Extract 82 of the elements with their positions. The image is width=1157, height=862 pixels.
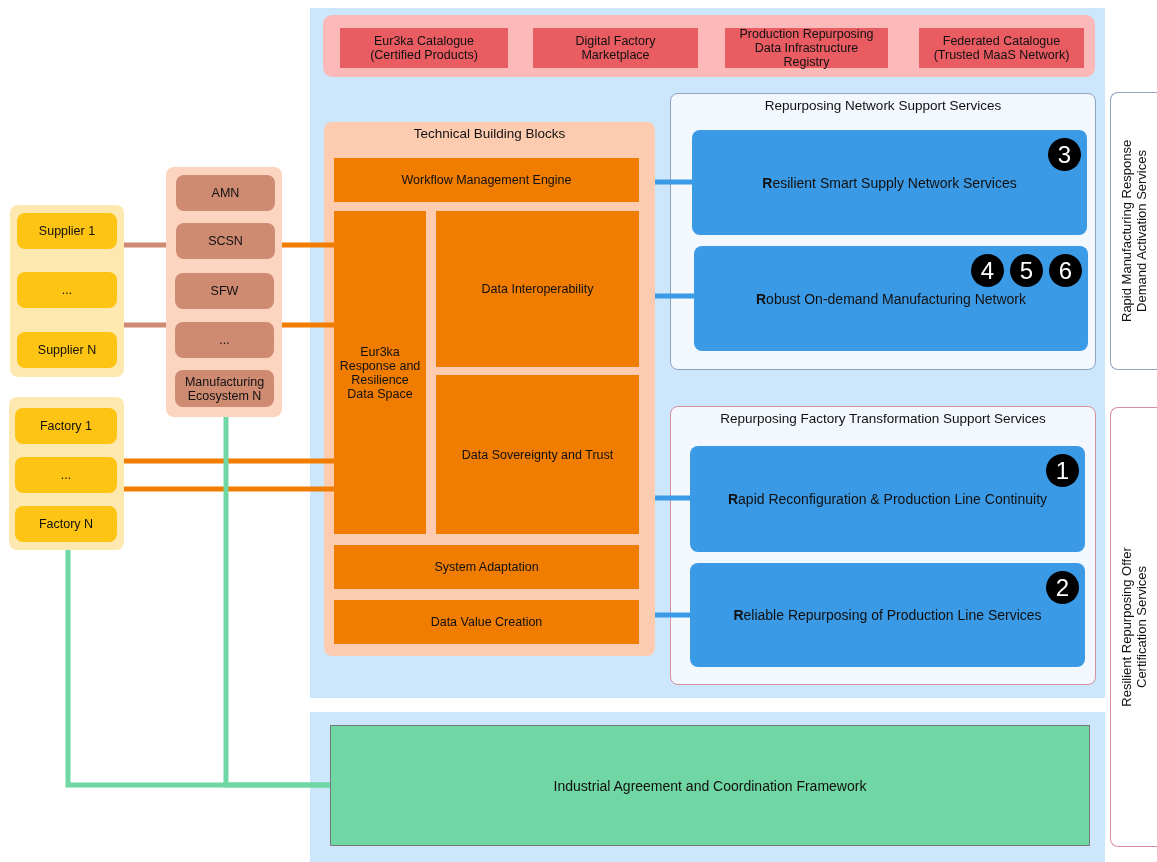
- service-box: [692, 130, 1087, 235]
- callout-number: 2: [1046, 571, 1079, 604]
- box-label: Data Sovereignty and Trust: [460, 447, 615, 462]
- box-label: Reliable Repurposing of Production Line Services: [732, 607, 1043, 623]
- building-block-box: [436, 375, 639, 534]
- callout-number: 4: [971, 254, 1004, 287]
- actor-box: [15, 457, 117, 493]
- building-blocks-panel: [324, 122, 655, 656]
- box-label: Eur3ka Response and Resilience Data Space: [338, 344, 422, 401]
- connector-line: [124, 486, 334, 492]
- box-label: Supplier 1: [37, 224, 97, 238]
- connector-line: [655, 293, 694, 299]
- actor-box: [17, 213, 117, 249]
- box-label: Workflow Management Engine: [400, 173, 573, 187]
- side-panel: [1110, 407, 1157, 847]
- catalogue-box: [340, 28, 508, 68]
- panel-heading: Technical Building Blocks: [412, 126, 567, 141]
- box-label: Production Repurposing Data Infrastructure Registry: [738, 27, 875, 69]
- actor-box: [15, 506, 117, 542]
- box-label: Rapid Reconfiguration & Production Line Continuity: [726, 491, 1049, 507]
- box-label: ...: [60, 283, 74, 297]
- ecosystem-box: [175, 370, 274, 407]
- catalogue-box: [725, 28, 888, 68]
- box-label: Federated Catalogue (Trusted MaaS Network): [932, 34, 1071, 62]
- callout-number: 1: [1046, 454, 1079, 487]
- actor-box: [17, 332, 117, 368]
- connector-line: [282, 242, 334, 248]
- box-label: Industrial Agreement and Coordination Framework: [552, 777, 868, 794]
- building-block-box: [334, 545, 639, 589]
- connector-line: [655, 612, 690, 618]
- box-label: Supplier N: [36, 343, 98, 357]
- connector-line: [655, 179, 692, 185]
- callout-number: 3: [1048, 138, 1081, 171]
- catalogue-box: [533, 28, 698, 68]
- connector-line: [223, 417, 330, 788]
- services-panel: [670, 93, 1096, 370]
- box-label: AMN: [210, 186, 241, 200]
- actor-box: [17, 272, 117, 308]
- actor-box: [15, 408, 117, 444]
- framework-box: [330, 725, 1090, 846]
- service-box: [690, 563, 1085, 667]
- connector-line: [124, 242, 166, 248]
- group-panel: [10, 205, 124, 377]
- ecosystem-box: [175, 273, 274, 309]
- ecosystem-box: [175, 322, 274, 358]
- callout-number: 6: [1049, 254, 1082, 287]
- service-box: [694, 246, 1088, 351]
- side-panel: [1110, 92, 1157, 370]
- side-label: Resilient Repurposing Offer Certification Services: [1119, 546, 1149, 709]
- box-label: Data Interoperability: [480, 282, 595, 296]
- box-label: Data Value Creation: [429, 615, 544, 629]
- box-label: Robust On-demand Manufacturing Network: [754, 290, 1027, 307]
- panel-heading: Repurposing Factory Transformation Support Services: [719, 411, 1047, 426]
- side-label: Rapid Manufacturing Response Demand Activation Services: [1119, 138, 1149, 325]
- ecosystem-box: [176, 223, 275, 259]
- box-label: ...: [218, 333, 231, 347]
- ecosystem-panel: [166, 167, 282, 417]
- panel-heading: Repurposing Network Support Services: [763, 98, 1003, 113]
- box-label: Resilient Smart Supply Network Services: [761, 174, 1018, 191]
- box-label: Eur3ka Catalogue (Certified Products): [369, 34, 479, 62]
- box-label: Digital Factory Marketplace: [574, 34, 657, 62]
- callout-number: 5: [1010, 254, 1043, 287]
- connector-line: [124, 322, 166, 328]
- box-label: Factory 1: [38, 419, 94, 433]
- building-block-box: [334, 600, 639, 644]
- box-label: SFW: [209, 284, 240, 298]
- building-block-box: [436, 211, 639, 367]
- building-block-box: [334, 211, 426, 534]
- connector-line: [124, 458, 334, 464]
- box-label: Factory N: [37, 517, 95, 531]
- connector-line: [655, 495, 690, 501]
- box-label: System Adaptation: [433, 560, 540, 574]
- box-label: SCSN: [207, 234, 244, 248]
- connector-line: [282, 322, 334, 328]
- box-label: ...: [59, 468, 73, 482]
- building-block-box: [334, 158, 639, 202]
- catalogue-box: [919, 28, 1084, 68]
- service-box: [690, 446, 1085, 552]
- services-panel: [670, 406, 1096, 685]
- box-label: Manufacturing Ecosystem N: [183, 374, 266, 403]
- group-panel: [9, 397, 124, 550]
- ecosystem-box: [176, 175, 275, 211]
